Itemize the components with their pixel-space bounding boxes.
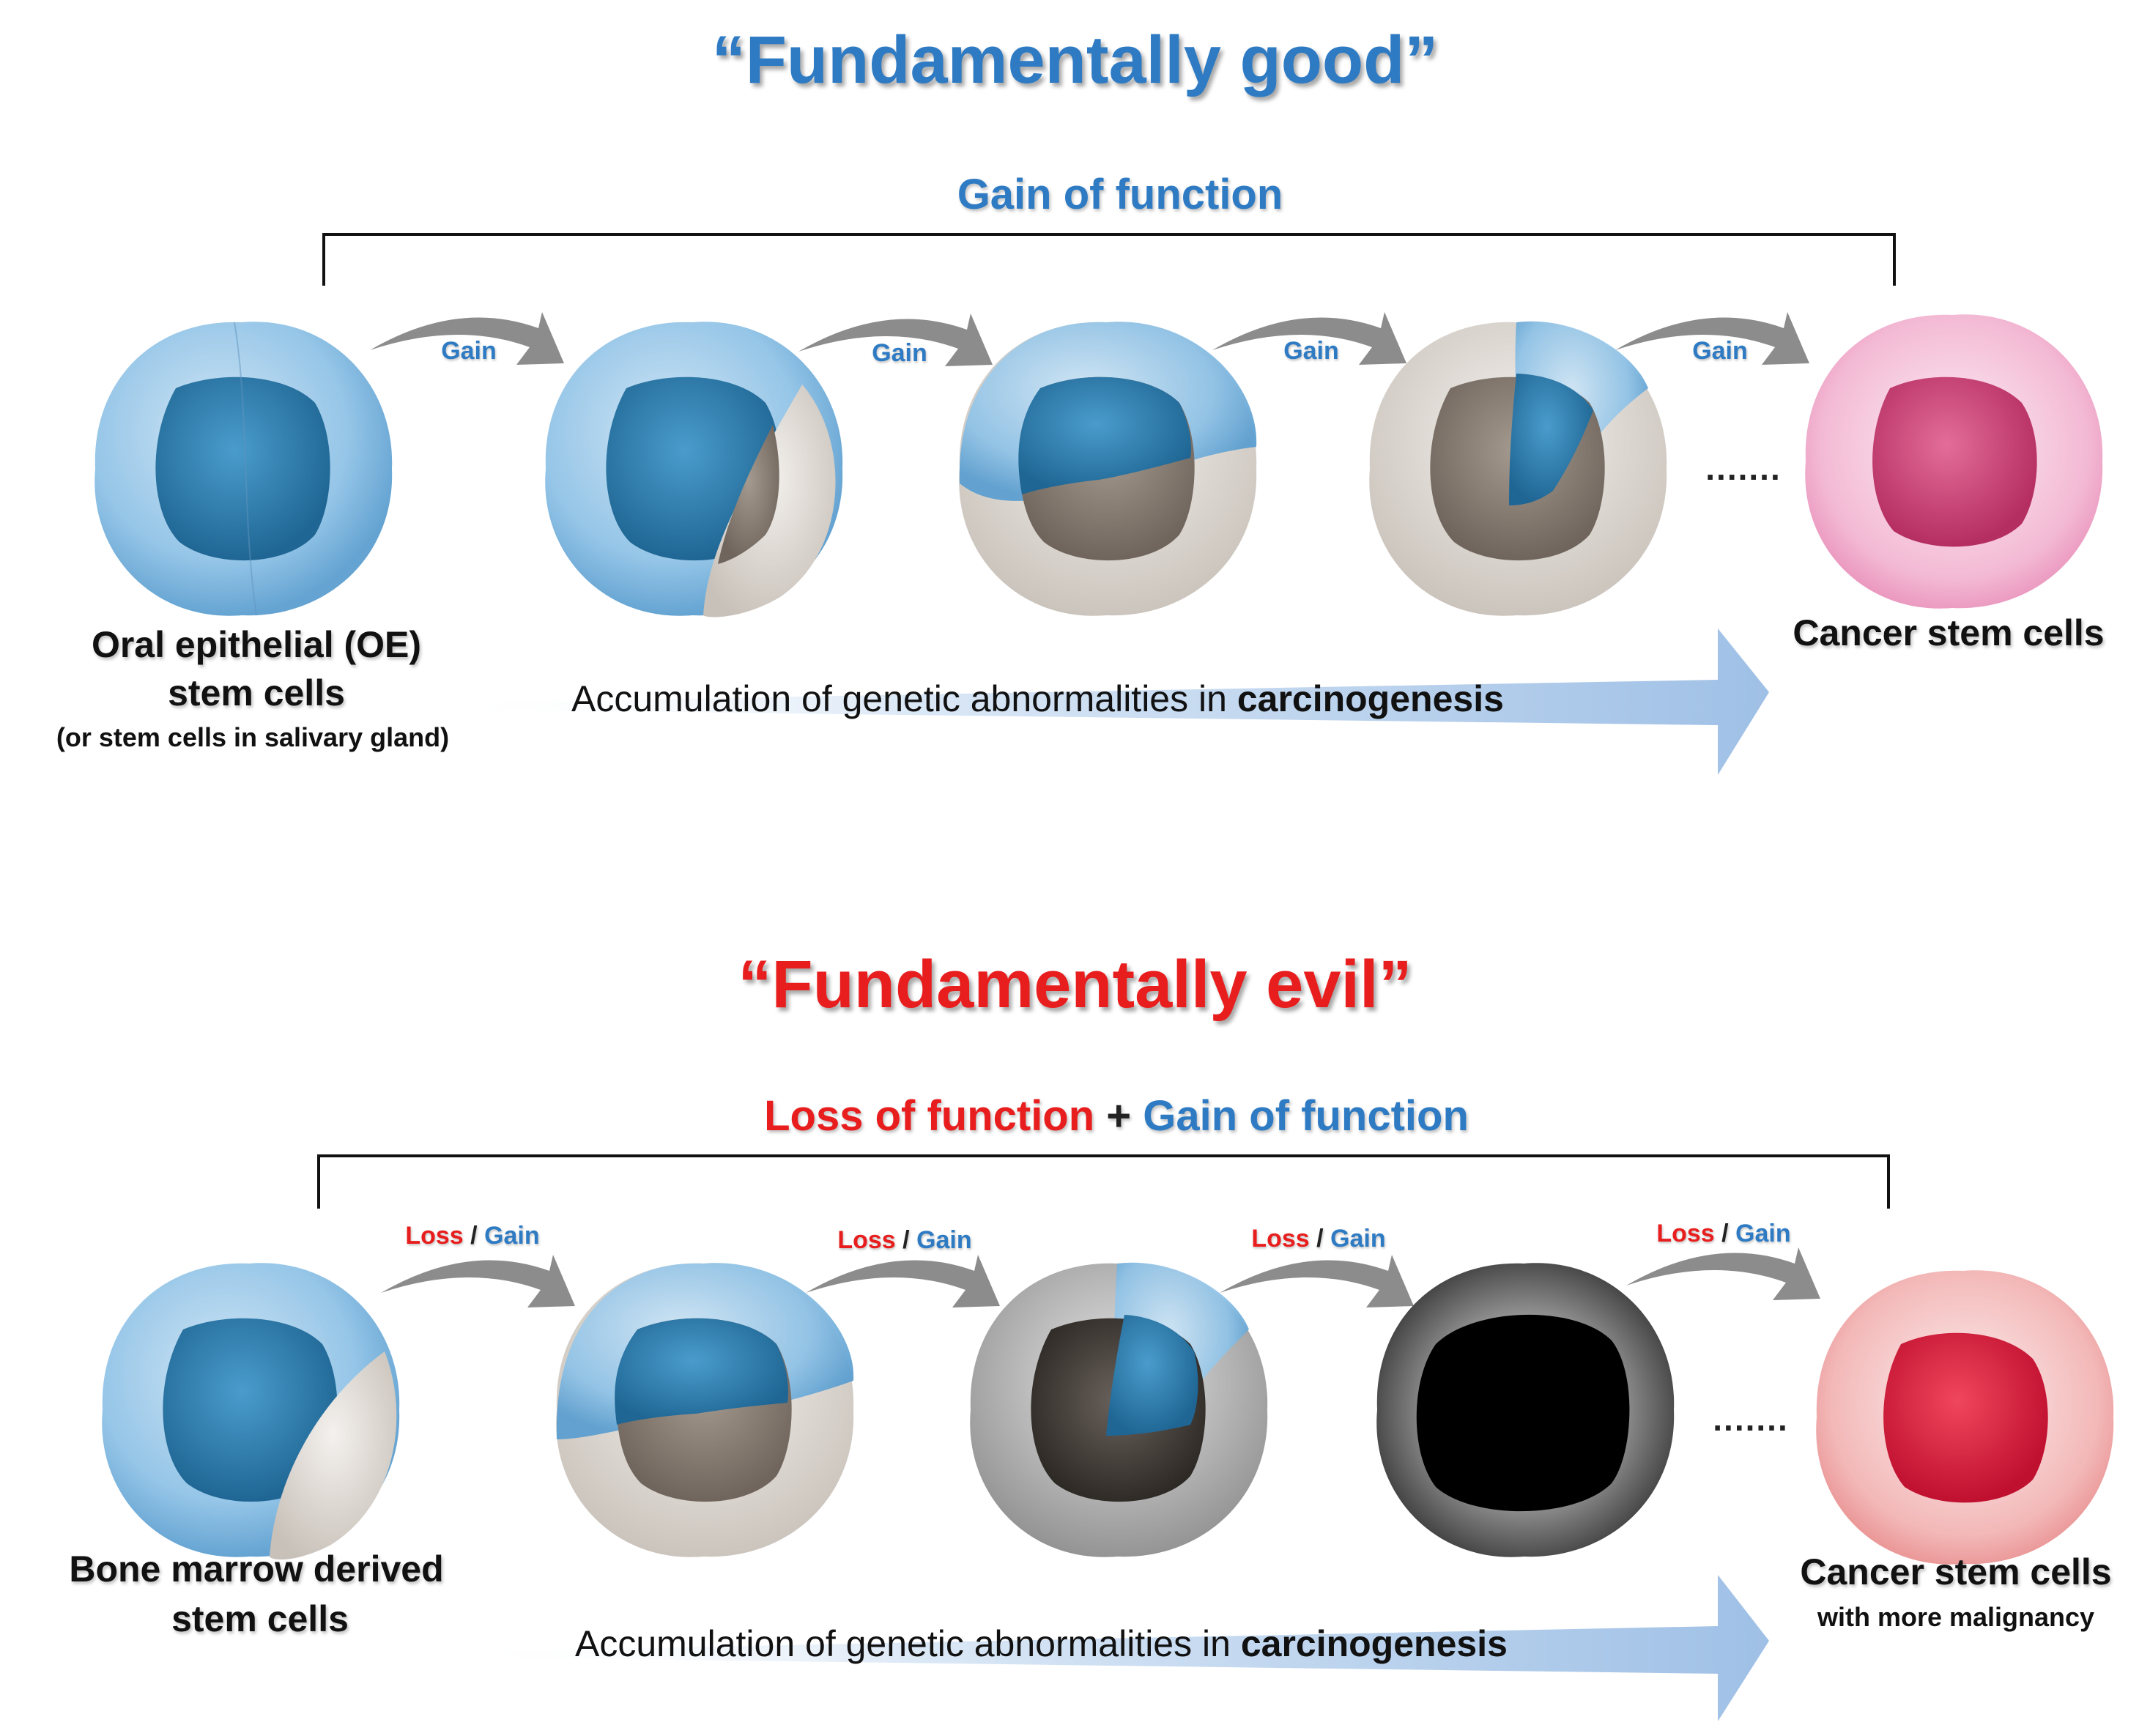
- label-more-malignancy: with more malignancy: [1817, 1602, 2095, 1632]
- cell-bone-marrow-stem: [102, 1263, 400, 1560]
- step-separator: /: [1714, 1220, 1736, 1247]
- step-arrow: [1615, 312, 1809, 365]
- bracket-good: [322, 233, 1896, 286]
- step-arrow: [1626, 1247, 1820, 1300]
- label-oe-stem-cells-line2: stem cells: [168, 672, 345, 713]
- step-arrow: [1220, 1255, 1414, 1307]
- label-cancer-stem-cells-good: Cancer stem cells: [1793, 612, 2105, 653]
- step-arrow: [798, 314, 993, 366]
- step-arrows-evil: [381, 1247, 1820, 1307]
- accumulation-bold: carcinogenesis: [1240, 1623, 1508, 1664]
- step-label-gain: Gain: [1692, 337, 1748, 365]
- step-loss: Loss: [1656, 1220, 1715, 1247]
- accumulation-text-evil: Accumulation of genetic abnormalities in…: [575, 1622, 1674, 1665]
- cell-evil-step-2: [970, 1262, 1268, 1557]
- title-evil: “Fundamentally evil”: [738, 947, 1412, 1022]
- cell-cancer-stem-good: [1805, 314, 2103, 609]
- accumulation-arrow-evil: [454, 1575, 1769, 1721]
- step-label-gain: Gain: [872, 339, 927, 367]
- subtitle-loss-of-function: Loss of function: [764, 1092, 1095, 1140]
- step-gain: Gain: [1330, 1225, 1386, 1253]
- step-arrow: [381, 1255, 575, 1307]
- subtitle-plus: +: [1094, 1092, 1143, 1140]
- step-arrow: [806, 1255, 1000, 1307]
- cell-evil-step-1: [556, 1263, 854, 1557]
- cell-step-1: [545, 322, 843, 617]
- label-oe-stem-cells: Oral epithelial (OE): [91, 624, 422, 665]
- step-separator: /: [1309, 1225, 1331, 1253]
- step-arrows-good: [370, 312, 1809, 366]
- ellipsis-evil: .......: [1713, 1400, 1789, 1438]
- title-good: “Fundamentally good”: [711, 23, 1439, 97]
- label-bone-marrow-stem-cells: Bone marrow derived: [69, 1548, 444, 1590]
- subtitle-loss-gain: Loss of function + Gain of function: [0, 1091, 2150, 1140]
- accumulation-bold: carcinogenesis: [1237, 678, 1504, 719]
- step-label-loss-gain: Loss / Gain: [381, 1222, 564, 1250]
- accumulation-text: Accumulation of genetic abnormalities in: [575, 1623, 1241, 1664]
- ellipsis-good: .......: [1705, 449, 1782, 487]
- step-loss: Loss: [405, 1222, 464, 1250]
- step-label-loss-gain: Loss / Gain: [1632, 1220, 1815, 1248]
- cell-cancer-stem-evil: [1816, 1270, 2114, 1565]
- step-separator: /: [463, 1222, 485, 1250]
- step-gain: Gain: [916, 1226, 972, 1254]
- step-separator: /: [895, 1226, 917, 1254]
- cell-oe-stem: [94, 322, 393, 616]
- cell-step-2: [959, 322, 1257, 616]
- label-cancer-stem-cells-evil: Cancer stem cells: [1800, 1551, 2112, 1592]
- accumulation-arrow-good: [440, 628, 1769, 775]
- step-label-loss-gain: Loss / Gain: [1227, 1225, 1410, 1253]
- label-salivary-note: (or stem cells in salivary gland): [56, 722, 450, 752]
- step-label-gain: Gain: [1283, 337, 1339, 365]
- step-loss: Loss: [837, 1226, 896, 1254]
- cell-evil-step-3: [1376, 1263, 1675, 1557]
- bracket-evil: [317, 1154, 1890, 1209]
- accumulation-text: Accumulation of genetic abnormalities in: [571, 678, 1237, 719]
- subtitle-gain-of-function: Gain of function: [957, 171, 1283, 218]
- step-loss: Loss: [1251, 1225, 1310, 1253]
- cell-step-3: [1369, 321, 1667, 616]
- step-arrow: [370, 312, 564, 365]
- label-bone-marrow-stem-cells-line2: stem cells: [171, 1598, 349, 1639]
- step-label-loss-gain: Loss / Gain: [813, 1226, 996, 1255]
- step-arrow: [1212, 312, 1406, 365]
- accumulation-text-good: Accumulation of genetic abnormalities in…: [571, 678, 1670, 720]
- step-gain: Gain: [1735, 1220, 1791, 1247]
- step-gain: Gain: [484, 1222, 540, 1250]
- subtitle-gain-of-function: Gain of function: [1143, 1092, 1469, 1140]
- step-label-gain: Gain: [441, 337, 497, 365]
